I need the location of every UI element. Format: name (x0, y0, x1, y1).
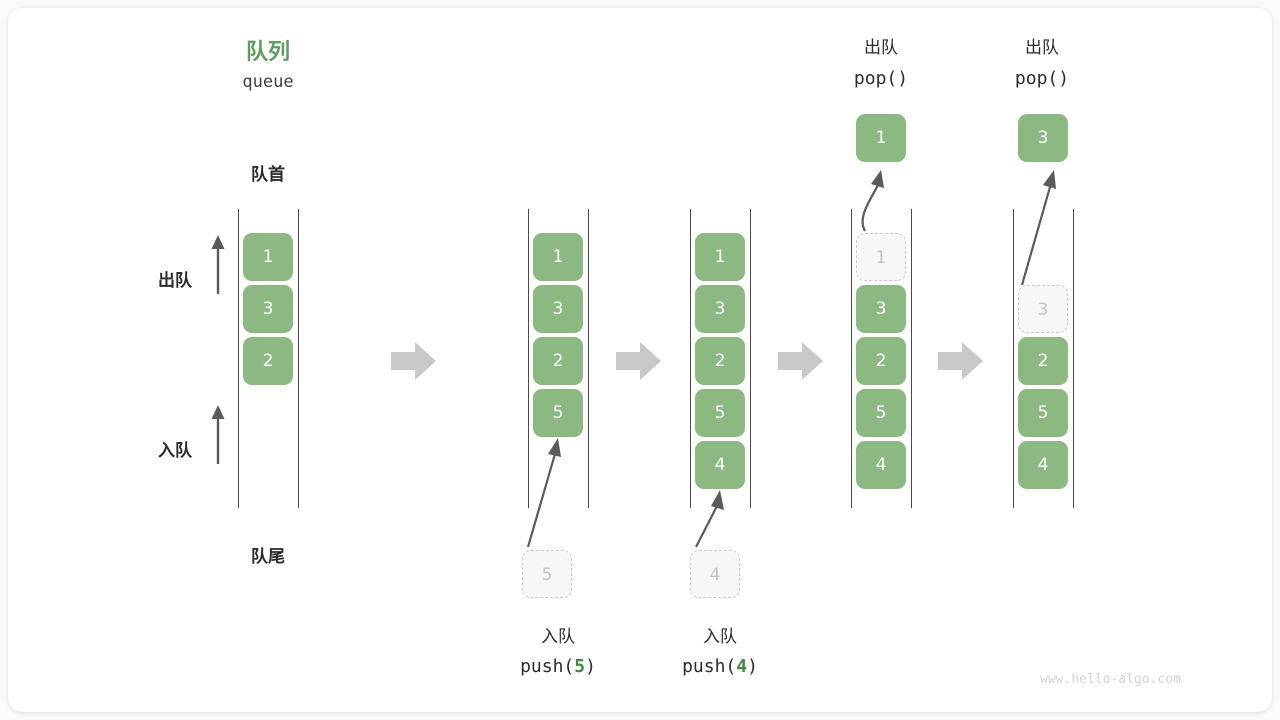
pop-motion-arrow-icon (1020, 170, 1056, 286)
push-motion-arrow-icon (695, 490, 724, 548)
rail-left (1013, 209, 1015, 508)
incoming-element-ghost: 5 (522, 550, 572, 598)
operation-label-cn: 入队 (703, 627, 737, 647)
pop-motion-arrow-icon (861, 170, 884, 232)
queue-cell: 2 (533, 337, 583, 385)
dequeue-axis-label: 出队 (158, 271, 192, 291)
incoming-element-ghost: 4 (690, 550, 740, 598)
step-arrow-icon (391, 342, 436, 380)
operation-label-code: pop() (1014, 68, 1070, 89)
queue-cell: 2 (1018, 337, 1068, 385)
step-arrow-icon (616, 342, 661, 380)
queue-cell: 2 (695, 337, 745, 385)
rail-left (851, 209, 853, 508)
rail-right (588, 209, 590, 508)
queue-cell: 2 (243, 337, 293, 385)
operation-label-code: push(4) (640, 656, 800, 677)
op-code-prefix: push( (520, 656, 575, 677)
op-code-prefix: push( (682, 656, 737, 677)
operation-label-cn: 入队 (541, 627, 575, 647)
enqueue-axis-label: 入队 (158, 441, 192, 461)
queue-cell: 2 (856, 337, 906, 385)
popped-element: 3 (1018, 114, 1068, 162)
rail-left (238, 209, 240, 508)
rail-right (750, 209, 752, 508)
queue-title-cn: 队列 (245, 40, 290, 65)
operation-label-cn: 出队 (864, 38, 898, 58)
queue-front-label: 队首 (251, 165, 285, 185)
operation-label-cn: 出队 (1025, 38, 1059, 58)
queue-cell: 5 (695, 389, 745, 437)
watermark: www.hello-algo.com (1040, 672, 1181, 687)
queue-cell: 4 (1018, 441, 1068, 489)
diagram-card: 队列 queue 队首 队尾 出队 入队 1 3 2 (8, 8, 1272, 712)
queue-cell: 1 (243, 233, 293, 281)
rail-right (1073, 209, 1075, 508)
queue-cell: 3 (243, 285, 293, 333)
op-code-suffix: ) (585, 656, 596, 677)
queue-cell-ghost: 3 (1018, 285, 1068, 333)
operation-label-code: push(5) (478, 656, 638, 677)
enqueue-direction-arrow-icon (211, 405, 225, 464)
step-arrow-icon (778, 342, 823, 380)
dequeue-direction-arrow-icon (211, 235, 225, 294)
popped-element: 1 (856, 114, 906, 162)
queue-cell: 5 (1018, 389, 1068, 437)
op-code-arg: 5 (574, 656, 586, 677)
rail-right (911, 209, 913, 508)
rail-left (690, 209, 692, 508)
op-code-suffix: ) (747, 656, 758, 677)
queue-title-en: queue (242, 72, 294, 92)
step-arrow-icon (938, 342, 983, 380)
op-code-arg: 4 (736, 656, 748, 677)
queue-cell: 3 (856, 285, 906, 333)
queue-cell: 5 (533, 389, 583, 437)
diagram-stage: 队列 queue 队首 队尾 出队 入队 1 3 2 (8, 8, 1272, 712)
queue-cell: 3 (695, 285, 745, 333)
queue-cell: 4 (695, 441, 745, 489)
rail-left (528, 209, 530, 508)
queue-rear-label: 队尾 (251, 547, 285, 567)
operation-label-code: pop() (853, 68, 909, 89)
rail-right (298, 209, 300, 508)
queue-cell: 4 (856, 441, 906, 489)
queue-cell: 3 (533, 285, 583, 333)
queue-cell-ghost: 1 (856, 233, 906, 281)
queue-cell: 5 (856, 389, 906, 437)
queue-cell: 1 (533, 233, 583, 281)
push-motion-arrow-icon (526, 438, 561, 548)
queue-cell: 1 (695, 233, 745, 281)
